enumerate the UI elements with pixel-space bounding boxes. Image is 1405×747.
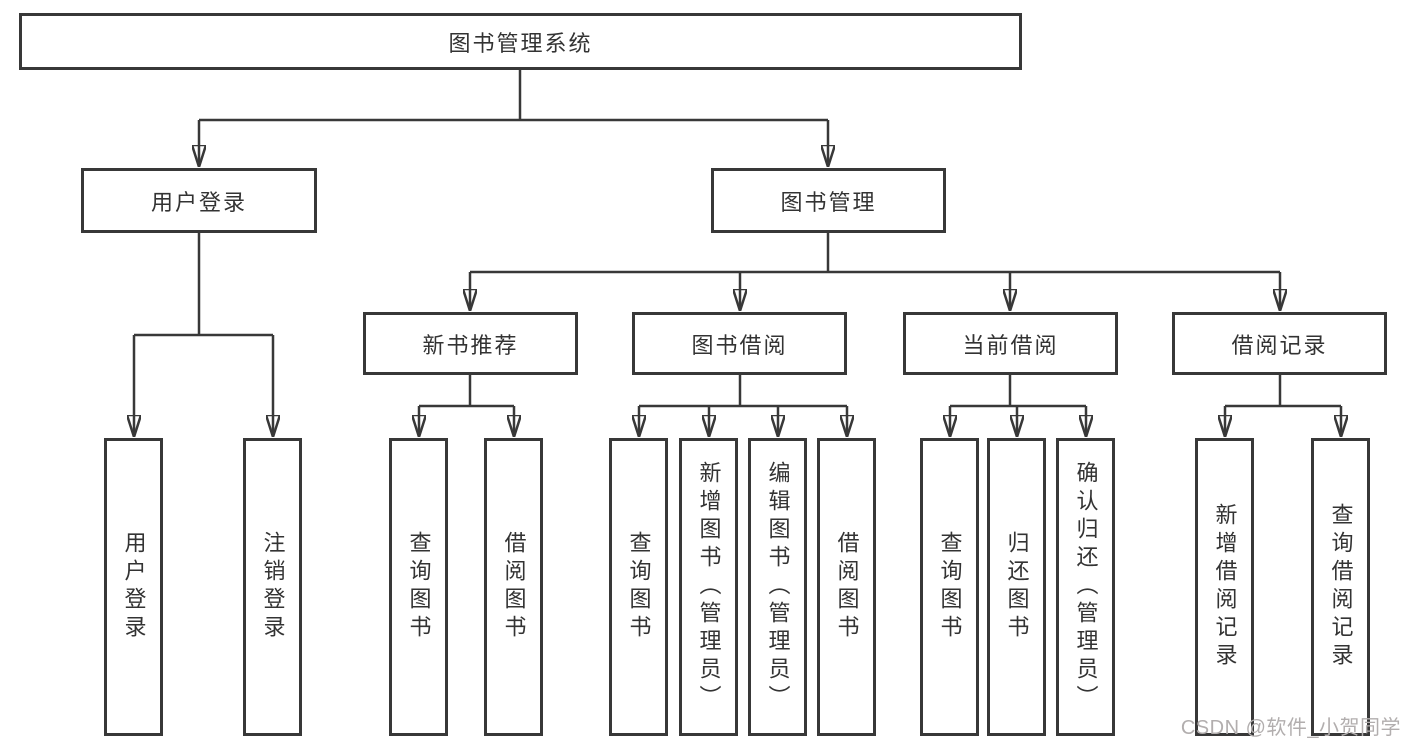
leaf-label: 归还图书 [1004, 531, 1030, 643]
leaf-label: 查询图书 [406, 531, 432, 643]
leaf-label: 查询图书 [937, 531, 963, 643]
leaf-label: 新增借阅记录 [1212, 503, 1238, 671]
leaf-label: 借阅图书 [834, 531, 860, 643]
leaf-query-books-current: 查询图书 [920, 438, 979, 736]
node-borrow-records: 借阅记录 [1172, 312, 1387, 375]
leaf-confirm-return-admin: 确认归还（管理员） [1056, 438, 1115, 736]
leaf-label: 用户登录 [121, 531, 147, 643]
leaf-borrow-books-recommend: 借阅图书 [484, 438, 543, 736]
node-book-management: 图书管理 [711, 168, 946, 233]
node-current-borrow: 当前借阅 [903, 312, 1118, 375]
leaf-user-login: 用户登录 [104, 438, 163, 736]
node-new-book-recommend: 新书推荐 [363, 312, 578, 375]
node-book-borrow: 图书借阅 [632, 312, 847, 375]
leaf-label: 确认归还（管理员） [1073, 461, 1099, 713]
leaf-label: 注销登录 [260, 531, 286, 643]
leaf-logout: 注销登录 [243, 438, 302, 736]
csdn-watermark: CSDN @软件_小贺同学 [1180, 717, 1401, 739]
leaf-label: 查询图书 [626, 531, 652, 643]
leaf-query-books-borrow: 查询图书 [609, 438, 668, 736]
leaf-label: 借阅图书 [501, 531, 527, 643]
leaf-query-borrow-record: 查询借阅记录 [1311, 438, 1370, 736]
leaf-add-books-admin: 新增图书（管理员） [679, 438, 738, 736]
leaf-label: 查询借阅记录 [1328, 503, 1354, 671]
leaf-label: 编辑图书（管理员） [765, 461, 791, 713]
leaf-query-books-recommend: 查询图书 [389, 438, 448, 736]
node-user-login: 用户登录 [81, 168, 317, 233]
node-library-system: 图书管理系统 [19, 13, 1022, 70]
leaf-label: 新增图书（管理员） [696, 461, 722, 713]
leaf-borrow-books: 借阅图书 [817, 438, 876, 736]
leaf-add-borrow-record: 新增借阅记录 [1195, 438, 1254, 736]
leaf-edit-books-admin: 编辑图书（管理员） [748, 438, 807, 736]
leaf-return-books: 归还图书 [987, 438, 1046, 736]
